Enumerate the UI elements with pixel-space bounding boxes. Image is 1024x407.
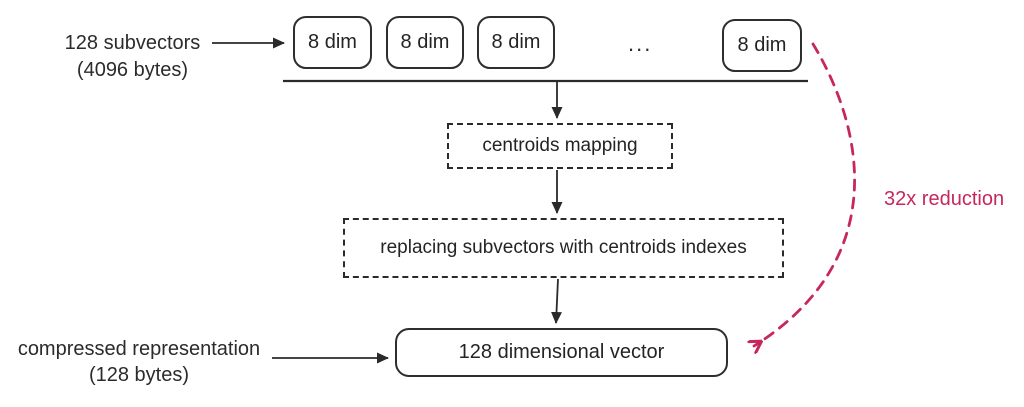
ellipsis: ...: [628, 31, 653, 56]
flow-arrow-to-output: [551, 278, 562, 324]
subvector-box-3: 8 dim: [477, 16, 555, 69]
input-size-label-line1: 128 subvectors: [64, 32, 201, 54]
output-vector-box: 128 dimensional vector: [395, 328, 728, 377]
reduction-label: 32x reduction: [884, 188, 1005, 210]
reduction-curve-arrow: [754, 42, 856, 346]
input-size-label: 128 subvectors (4096 bytes): [35, 30, 230, 84]
compressed-representation-line1: compressed representation: [17, 338, 261, 360]
compressed-representation-label: compressed representation (128 bytes): [10, 336, 268, 388]
replace-subvectors-box: replacing subvectors with centroids inde…: [343, 218, 784, 278]
compressed-representation-line2: (128 bytes): [88, 364, 190, 386]
input-size-label-line2: (4096 bytes): [76, 59, 189, 81]
subvector-box-1: 8 dim: [293, 16, 372, 69]
centroids-mapping-box: centroids mapping: [447, 123, 673, 169]
subvector-box-2: 8 dim: [386, 16, 464, 69]
subvector-box-4: 8 dim: [722, 19, 802, 72]
